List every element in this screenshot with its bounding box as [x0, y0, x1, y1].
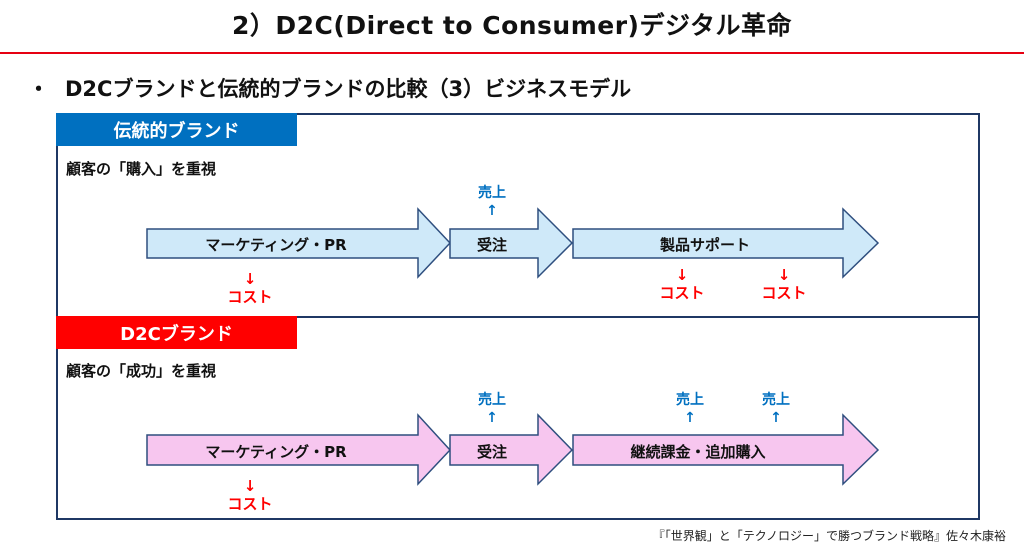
- d2c-sales-subscription-2: 売上 ↑: [762, 391, 790, 427]
- source-citation: 『「世界観」と「テクノロジー」で勝つブランド戦略』佐々木康裕: [652, 529, 1006, 543]
- d2c-sales-order: 売上 ↑: [478, 391, 506, 427]
- cost-label: コスト: [761, 284, 807, 302]
- sales-label: 売上: [478, 392, 506, 408]
- d2c-arrow-marketing: [146, 413, 452, 486]
- d2c-arrow-subscription: [572, 413, 880, 486]
- up-arrow-icon: ↑: [684, 410, 696, 426]
- traditional-cost-marketing: ↓ コスト: [227, 270, 272, 306]
- d2c-step-marketing: マーケティング・PR: [205, 443, 347, 461]
- d2c-panel: [56, 316, 980, 520]
- d2c-arrow-order: [449, 413, 574, 486]
- cost-label: コスト: [659, 284, 705, 302]
- traditional-focus-text: 顧客の「購入」を重視: [66, 160, 217, 178]
- traditional-sales-order: 売上 ↑: [478, 184, 506, 220]
- down-arrow-icon: ↓: [243, 270, 257, 288]
- traditional-arrow-support: [572, 207, 880, 279]
- up-arrow-icon: ↑: [770, 410, 782, 426]
- sales-label: 売上: [762, 392, 790, 408]
- down-arrow-icon: ↓: [243, 477, 257, 495]
- down-arrow-icon: ↓: [675, 266, 689, 284]
- cost-label: コスト: [227, 495, 273, 513]
- d2c-step-subscription: 継続課金・追加購入: [630, 443, 766, 461]
- down-arrow-icon: ↓: [777, 266, 791, 284]
- up-arrow-icon: ↑: [486, 203, 498, 219]
- traditional-step-order: 受注: [476, 236, 508, 254]
- d2c-sales-subscription-1: 売上 ↑: [676, 391, 704, 427]
- section-heading-text: D2Cブランドと伝統的ブランドの比較（3）ビジネスモデル: [65, 77, 632, 101]
- page-title: 2）D2C(Direct to Consumer)デジタル革命: [232, 11, 792, 40]
- cost-label: コスト: [227, 288, 273, 306]
- section-heading: ・ D2Cブランドと伝統的ブランドの比較（3）ビジネスモデル: [28, 73, 631, 103]
- up-arrow-icon: ↑: [486, 410, 498, 426]
- d2c-focus-text: 顧客の「成功」を重視: [66, 362, 217, 380]
- traditional-cost-support-2: ↓ コスト: [761, 266, 806, 302]
- d2c-brand-tag: D2Cブランド: [56, 316, 297, 349]
- traditional-step-support: 製品サポート: [659, 236, 751, 254]
- title-divider: [0, 52, 1024, 54]
- traditional-arrow-order: [449, 207, 574, 279]
- traditional-arrow-marketing: [146, 207, 452, 279]
- d2c-step-order: 受注: [476, 443, 508, 461]
- sales-label: 売上: [478, 185, 506, 201]
- traditional-brand-tag: 伝統的ブランド: [56, 113, 297, 146]
- traditional-cost-support-1: ↓ コスト: [659, 266, 704, 302]
- traditional-step-marketing: マーケティング・PR: [205, 236, 347, 254]
- d2c-cost-marketing: ↓ コスト: [227, 477, 272, 513]
- bullet: ・: [28, 77, 49, 101]
- sales-label: 売上: [676, 392, 704, 408]
